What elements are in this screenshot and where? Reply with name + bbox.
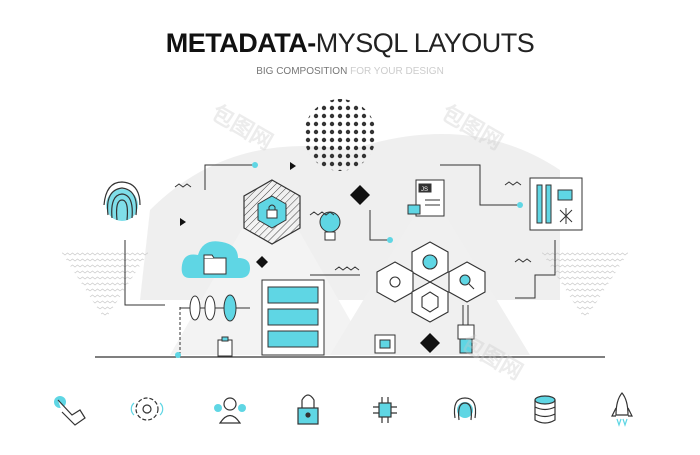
rocket-icon[interactable] [611,392,633,427]
connector-dots [175,162,523,358]
subtitle-dark: BIG COMPOSITION [256,66,348,77]
server-icon [261,279,325,356]
subtitle-light: FOR YOUR DESIGN [347,66,444,77]
hexagon-lock-icon [243,179,301,245]
title-bold: METADATA- [165,28,316,58]
users-icon[interactable] [214,397,246,424]
bottom-icon-row [54,392,633,427]
cloud-folder-icon [181,241,250,278]
database-icon[interactable] [534,395,556,424]
document-label: JS [421,187,428,193]
cable-plug-icon [457,305,475,354]
rollers-icon [180,294,250,322]
clipboard-icon [217,336,233,357]
circuit-board-icon [529,177,583,231]
subtitle: BIG COMPOSITION FOR YOUR DESIGN [0,66,700,77]
dotted-sphere-icon [304,99,376,171]
connector-lines [124,164,556,355]
decorative-squiggles [174,181,532,271]
lock-icon[interactable] [297,394,319,425]
document-lock-icon: JS [407,179,445,217]
fingerprint-icon [103,181,141,221]
gear-icon[interactable] [130,397,164,421]
hexagon-cluster-icon [376,241,486,323]
chip-icon [374,334,396,354]
chip-icon-bottom[interactable] [373,397,397,423]
title-light: MYSQL LAYOUTS [315,28,535,58]
page-title: METADATA-MYSQL LAYOUTS [0,28,700,59]
fingerprint-icon-bottom[interactable] [453,397,477,421]
touch-hand-icon[interactable] [54,396,86,426]
diamond-shapes [180,162,440,353]
